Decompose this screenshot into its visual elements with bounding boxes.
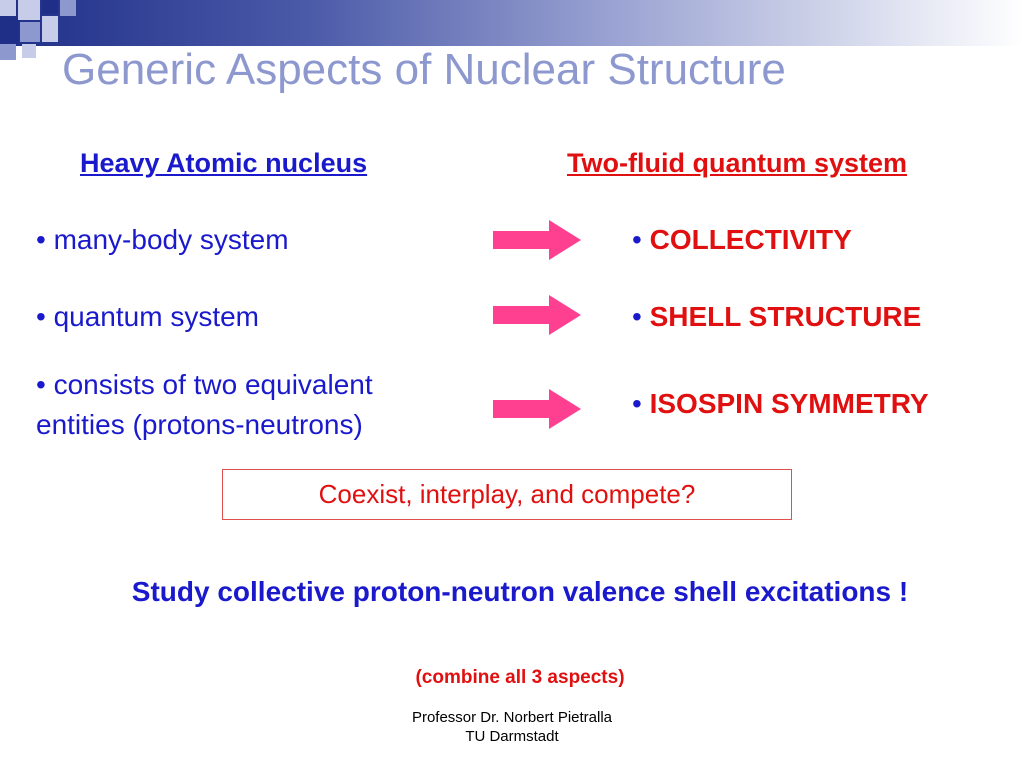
decor-square <box>0 44 16 60</box>
decor-square <box>18 0 40 20</box>
right-arrow-icon <box>493 220 581 260</box>
right-item-collectivity: • COLLECTIVITY <box>632 222 852 258</box>
decor-square <box>22 44 36 58</box>
bullet: • <box>632 224 650 255</box>
right-column-heading: Two-fluid quantum system <box>567 148 908 178</box>
footer: Professor Dr. Norbert Pietralla TU Darms… <box>362 708 662 746</box>
decor-square <box>42 0 58 14</box>
header-gradient-bar <box>0 0 1024 46</box>
footer-author: Professor Dr. Norbert Pietralla <box>411 709 613 726</box>
bullet: • <box>632 388 650 419</box>
coexist-box: Coexist, interplay, and compete? <box>222 469 792 520</box>
left-item-quantum: • quantum system <box>36 301 260 332</box>
decor-square <box>20 22 40 42</box>
right-arrow-icon <box>493 389 581 429</box>
right-item-shell-structure: • SHELL STRUCTURE <box>632 299 921 335</box>
left-column-heading: Heavy Atomic nucleus <box>80 148 368 178</box>
right-arrow-icon <box>493 295 581 335</box>
decor-square <box>0 18 18 42</box>
footer-institution: TU Darmstadt <box>465 728 559 745</box>
right-item-label: SHELL STRUCTURE <box>649 301 922 332</box>
bullet: • <box>632 301 650 332</box>
study-statement: Study collective proton-neutron valence … <box>131 576 909 607</box>
decor-square <box>0 0 16 16</box>
combine-note: (combine all 3 aspects) <box>415 667 625 688</box>
decor-square <box>60 0 76 16</box>
left-item-many-body: • many-body system <box>36 224 289 255</box>
left-item-two-entities: • consists of two equivalent entities (p… <box>36 369 373 440</box>
decor-square <box>42 16 58 42</box>
right-item-label: ISOSPIN SYMMETRY <box>649 388 929 419</box>
right-item-label: COLLECTIVITY <box>649 224 852 255</box>
right-item-isospin: • ISOSPIN SYMMETRY <box>632 386 929 422</box>
slide-title: Generic Aspects of Nuclear Structure <box>62 45 786 94</box>
